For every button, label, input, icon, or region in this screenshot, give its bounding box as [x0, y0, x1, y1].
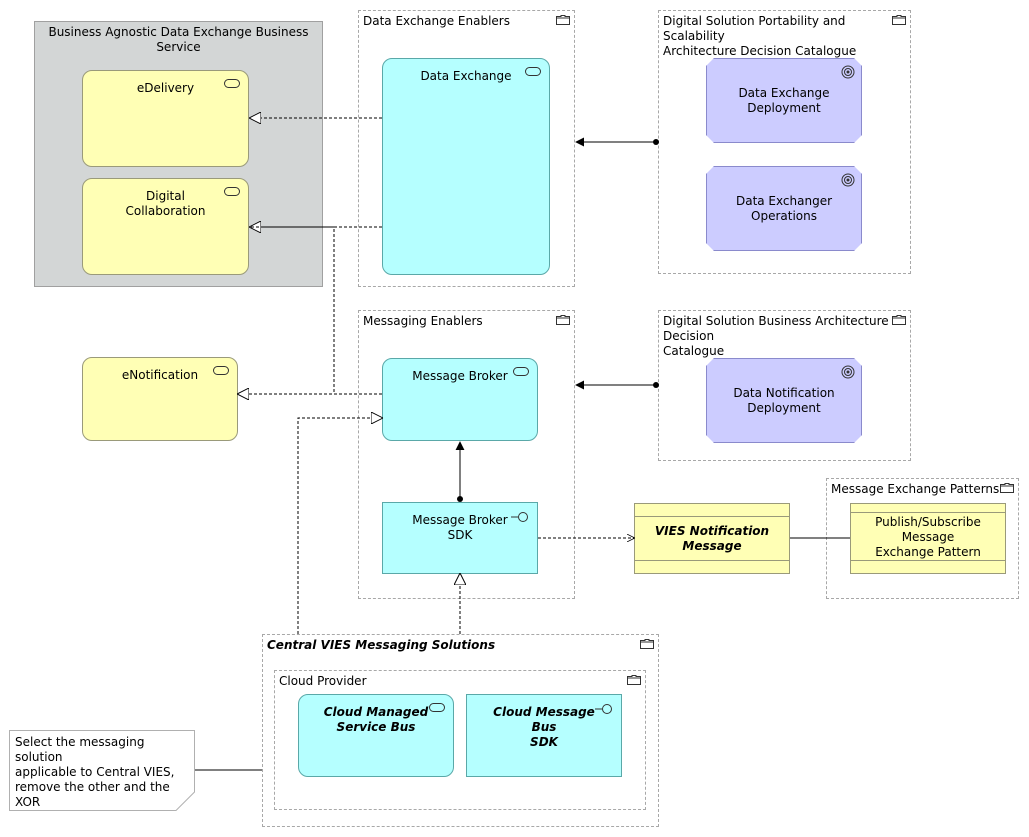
app-interface-cloud-message-bus-sdk[interactable]: Cloud Message Bus SDK: [466, 694, 622, 777]
interface-icon: [511, 512, 528, 522]
deliverable-data-exchanger-operations[interactable]: Data Exchanger Operations: [706, 166, 862, 251]
service-icon: [429, 703, 445, 712]
service-icon: [513, 367, 529, 376]
service-enotification-label: eNotification: [121, 368, 199, 382]
app-interface-message-broker-sdk-label: Message Broker SDK: [412, 513, 508, 542]
folder-icon: [556, 15, 570, 25]
assignment-dot: [653, 382, 659, 388]
object-publish-subscribe-pattern[interactable]: Publish/Subscribe Message Exchange Patte…: [850, 503, 1006, 574]
app-interface-cloud-message-bus-sdk-label: Cloud Message Bus SDK: [493, 705, 595, 749]
group-central-vies[interactable]: Central VIES Messaging Solutions: [262, 634, 659, 827]
group-messaging-enablers[interactable]: Messaging Enablers: [358, 310, 575, 599]
target-icon: [841, 365, 855, 379]
service-digital-collaboration-label: Digital Collaboration: [125, 189, 206, 218]
folder-icon: [627, 675, 641, 685]
folder-icon: [1000, 483, 1014, 493]
app-service-data-exchange-label: Data Exchange: [420, 69, 512, 83]
deliverable-data-notification-deployment-label: Data Notification Deployment: [733, 385, 835, 415]
group-cloud-provider-label: Cloud Provider: [279, 674, 367, 688]
service-edelivery[interactable]: eDelivery: [82, 70, 249, 167]
group-data-exchange-enablers-label: Data Exchange Enablers: [363, 14, 510, 28]
service-icon: [525, 67, 541, 76]
note-text: Select the messaging solution applicable…: [15, 735, 175, 809]
object-vies-notification-message-label: VIES Notification Message: [654, 523, 770, 553]
deliverable-data-exchange-deployment-label: Data Exchange Deployment: [738, 85, 830, 115]
realization-line-broker-collab: [250, 226, 382, 395]
object-header-line: [635, 516, 789, 517]
service-digital-collaboration[interactable]: Digital Collaboration: [82, 178, 249, 275]
group-business-arch-catalogue-label: Digital Solution Business Architecture D…: [663, 314, 889, 358]
object-footer-line: [851, 560, 1005, 561]
service-icon: [224, 79, 240, 88]
note-shape: [9, 730, 195, 811]
assignment-dot: [653, 139, 659, 145]
group-business-arch-catalogue[interactable]: Digital Solution Business Architecture D…: [658, 310, 911, 461]
group-data-exchange-enablers[interactable]: Data Exchange Enablers: [358, 10, 575, 287]
service-icon: [213, 366, 229, 375]
group-central-vies-label: Central VIES Messaging Solutions: [267, 638, 496, 652]
service-enotification[interactable]: eNotification: [82, 357, 238, 441]
object-footer-line: [635, 560, 789, 561]
group-message-exchange-patterns-label: Message Exchange Patterns: [831, 482, 1000, 496]
service-edelivery-label: eDelivery: [136, 81, 195, 95]
app-service-data-exchange[interactable]: Data Exchange: [382, 58, 550, 275]
object-publish-subscribe-pattern-label: Publish/Subscribe Message Exchange Patte…: [875, 515, 981, 559]
deliverable-data-notification-deployment[interactable]: Data Notification Deployment: [706, 358, 862, 443]
interface-icon: [595, 704, 612, 714]
folder-icon: [556, 315, 570, 325]
app-service-message-broker-label: Message Broker: [412, 369, 508, 383]
realization-line-central-vies-broker: [297, 418, 382, 634]
app-service-cloud-managed-service-bus[interactable]: Cloud Managed Service Bus: [298, 694, 454, 777]
folder-icon: [640, 639, 654, 649]
group-portability-catalogue[interactable]: Digital Solution Portability and Scalabi…: [658, 10, 911, 274]
assignment-dot: [457, 496, 463, 502]
group-business-agnostic-label: Business Agnostic Data Exchange Business…: [48, 25, 309, 54]
group-portability-catalogue-label: Digital Solution Portability and Scalabi…: [663, 14, 857, 58]
object-vies-notification-message[interactable]: VIES Notification Message: [634, 503, 790, 574]
folder-icon: [892, 315, 906, 325]
app-service-cloud-managed-service-bus-label: Cloud Managed Service Bus: [323, 705, 429, 734]
target-icon: [841, 173, 855, 187]
folder-icon: [892, 15, 906, 25]
group-cloud-provider[interactable]: Cloud Provider: [274, 670, 646, 810]
app-service-message-broker[interactable]: Message Broker: [382, 358, 538, 441]
object-header-line: [851, 512, 1005, 513]
target-icon: [841, 65, 855, 79]
deliverable-data-exchanger-operations-label: Data Exchanger Operations: [735, 193, 833, 223]
group-messaging-enablers-label: Messaging Enablers: [363, 314, 483, 328]
deliverable-data-exchange-deployment[interactable]: Data Exchange Deployment: [706, 58, 862, 143]
service-icon: [224, 187, 240, 196]
